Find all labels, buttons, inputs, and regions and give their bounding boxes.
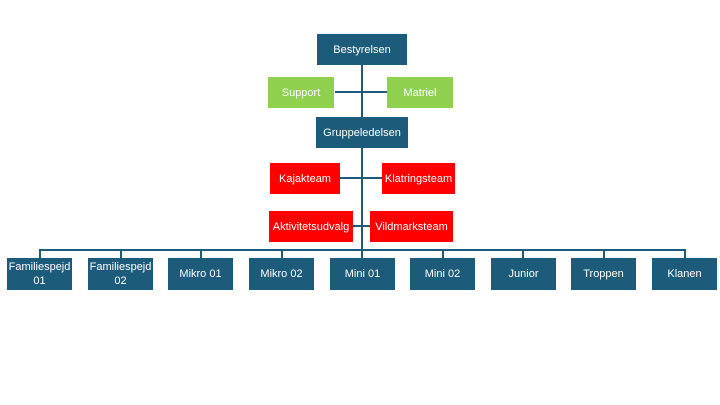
connector-unit-drop <box>281 249 283 258</box>
connector-unit-drop <box>120 249 122 258</box>
node-unit: Troppen <box>571 258 636 290</box>
node-unit: Mikro 01 <box>168 258 233 290</box>
node-kajakteam: Kajakteam <box>270 163 340 194</box>
connector-support-branch <box>335 91 387 93</box>
connector-unit-drop <box>39 249 41 258</box>
connector-unit-drop <box>442 249 444 258</box>
node-unit: Klanen <box>652 258 717 290</box>
connector-unit-drop <box>684 249 686 258</box>
node-vildmarksteam: Vildmarksteam <box>370 211 453 242</box>
connector-main-trunk <box>361 65 363 250</box>
node-unit: Familiespejd 01 <box>7 258 72 290</box>
connector-unit-drop <box>603 249 605 258</box>
connector-unit-drop <box>200 249 202 258</box>
node-unit: Mikro 02 <box>249 258 314 290</box>
node-matriel: Matriel <box>387 77 453 108</box>
node-unit: Junior <box>491 258 556 290</box>
node-unit: Familiespejd 02 <box>88 258 153 290</box>
node-gruppeledelsen: Gruppeledelsen <box>316 117 408 148</box>
node-aktivitetsudvalg: Aktivitetsudvalg <box>269 211 353 242</box>
connector-kajak-klatring-branch <box>340 177 384 179</box>
node-bestyrelsen: Bestyrelsen <box>317 34 407 65</box>
node-unit: Mini 02 <box>410 258 475 290</box>
node-support: Support <box>268 77 334 108</box>
node-unit: Mini 01 <box>330 258 395 290</box>
connector-unit-drop <box>361 249 363 258</box>
connector-unit-drop <box>522 249 524 258</box>
connector-aktivitet-vildmark-branch <box>353 225 370 227</box>
node-klatringsteam: Klatringsteam <box>382 163 455 194</box>
